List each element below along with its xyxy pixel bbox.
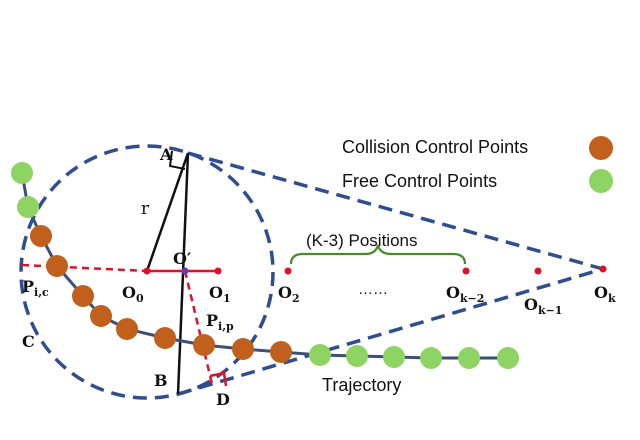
label-ok2: Ok−2: [446, 283, 484, 305]
label-positions: (K-3) Positions: [306, 231, 417, 250]
label-r: r: [141, 199, 150, 219]
collision-point: [116, 318, 138, 340]
radius-line: [145, 152, 190, 272]
free-point: [309, 344, 331, 366]
collision-point: [72, 285, 94, 307]
point-o1: [214, 267, 222, 275]
tangent-line-upper: [187, 151, 604, 271]
legend-collision-marker: [589, 136, 613, 160]
label-trajectory: Trajectory: [322, 375, 401, 395]
legend-collision-label: Collision Control Points: [342, 137, 528, 157]
label-b: B: [154, 371, 168, 390]
collision-point: [154, 327, 176, 349]
free-point: [497, 347, 519, 369]
right-angle-d: [209, 371, 228, 387]
free-point: [346, 345, 368, 367]
label-o2: O2: [278, 283, 300, 305]
legend-free-marker: [589, 169, 613, 193]
label-ok: Ok: [594, 283, 616, 305]
collision-point: [46, 255, 68, 277]
legend-free-label: Free Control Points: [342, 171, 497, 191]
free-point: [11, 162, 33, 184]
collision-point: [193, 334, 215, 356]
label-pip: Pi,p: [206, 311, 234, 333]
point-o2: [284, 267, 292, 275]
label-o0: O0: [122, 283, 144, 305]
point-o0: [143, 267, 151, 275]
label-o-prime: O′: [173, 249, 191, 268]
right-angle-a: [168, 150, 186, 170]
collision-point: [232, 338, 254, 360]
free-point: [458, 347, 480, 369]
point-ok2: [462, 267, 470, 275]
collision-point: [90, 305, 112, 327]
label-d: D: [216, 390, 230, 409]
point-o-prime: [181, 267, 189, 275]
label-pic: Pi,c: [22, 277, 49, 299]
free-point: [17, 196, 39, 218]
dashed-line-pic-o0: [21, 263, 148, 273]
dashed-line-oprime-d: [183, 270, 214, 385]
trajectory-line: [20, 172, 508, 360]
free-point: [383, 346, 405, 368]
label-a: A: [159, 145, 173, 164]
safety-circle: [19, 144, 275, 400]
point-ok: [599, 265, 607, 273]
free-point: [420, 347, 442, 369]
label-c: C: [22, 332, 35, 351]
collision-point: [30, 225, 52, 247]
label-dots: ……: [358, 281, 388, 298]
point-ok1: [534, 267, 542, 275]
positions-brace: [289, 244, 467, 265]
tangent-line-lower: [177, 267, 604, 396]
label-ok1: Ok−1: [524, 295, 562, 317]
collision-point: [270, 341, 292, 363]
legend: Collision Control Points Free Control Po…: [342, 136, 613, 193]
label-o1: O1: [209, 283, 231, 305]
